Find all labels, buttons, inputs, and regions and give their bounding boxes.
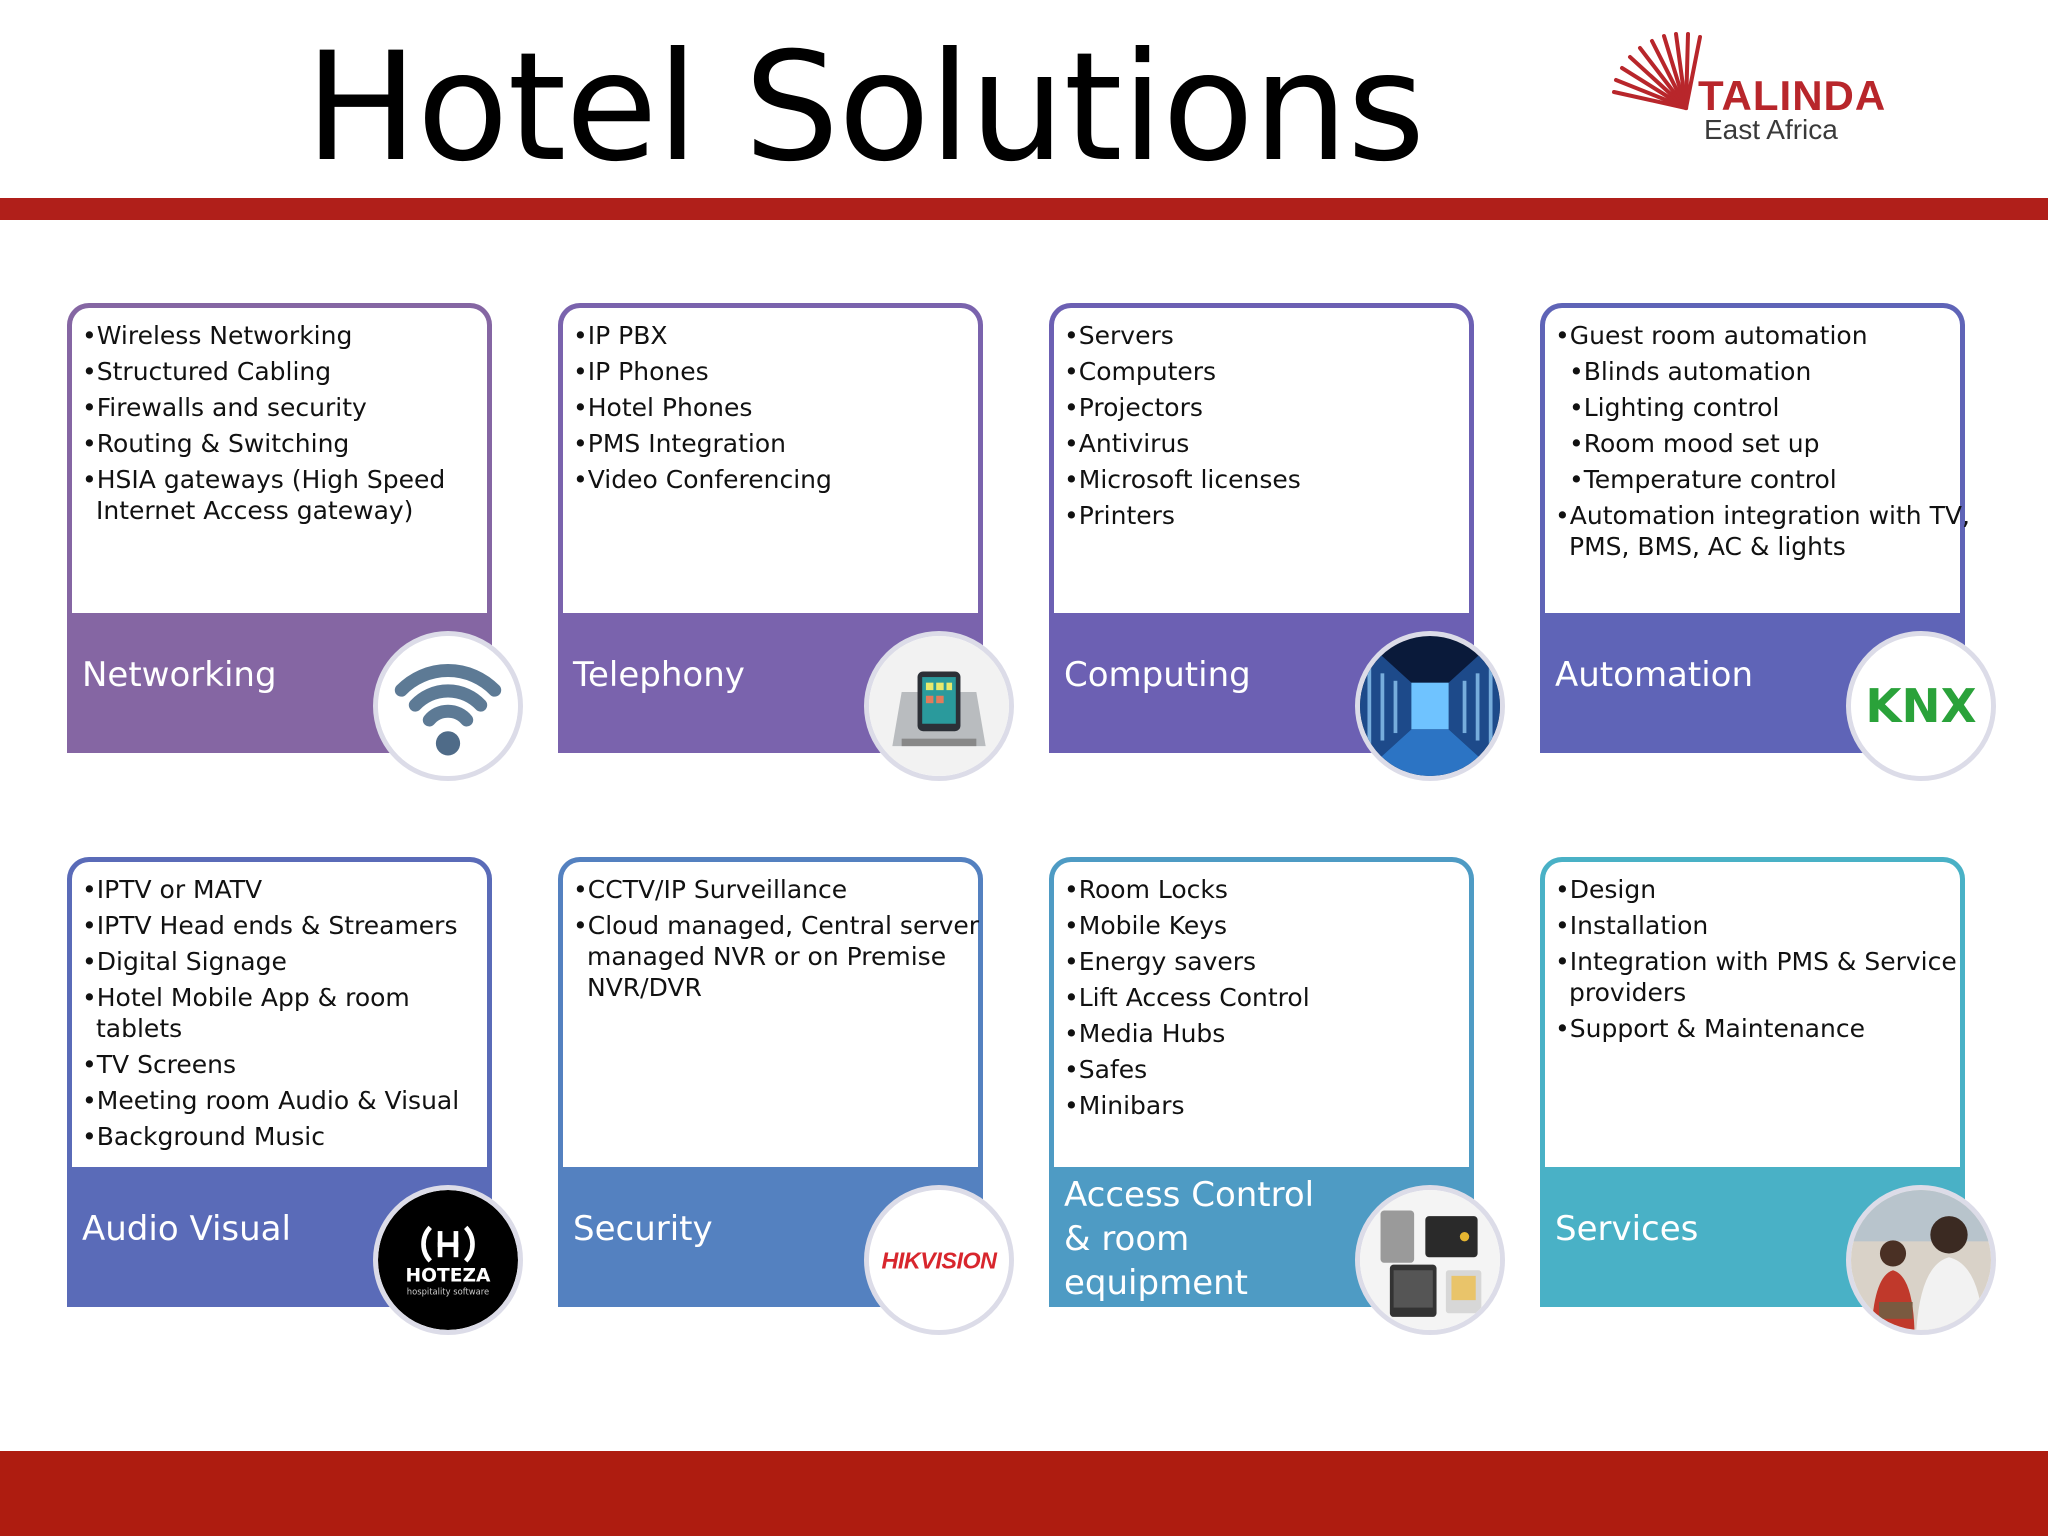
card-list-item: Design <box>1555 874 1970 905</box>
card-body: Wireless NetworkingStructured CablingFir… <box>67 303 492 633</box>
people-photo-icon <box>1846 1185 1996 1335</box>
card-title: Access Control & room equipment <box>1064 1175 1315 1303</box>
card-list-item: Digital Signage <box>82 946 497 977</box>
svg-text:hospitality software: hospitality software <box>407 1287 489 1297</box>
card-body: IPTV or MATVIPTV Head ends & StreamersDi… <box>67 857 492 1187</box>
wifi-icon <box>373 631 523 781</box>
card-title: Networking <box>82 655 277 695</box>
card-list-item: Background Music <box>82 1121 497 1152</box>
logo-brand-text: TALINDA <box>1698 72 1887 119</box>
card-list-item: Antivirus <box>1064 428 1479 459</box>
card-list-item: Blinds automation <box>1555 356 1970 387</box>
card-list-item: Meeting room Audio & Visual <box>82 1085 497 1116</box>
card-list-item: HSIA gateways (High Speed Internet Acces… <box>82 464 497 526</box>
safe-minibar-icon <box>1355 1185 1505 1335</box>
solution-card-services: DesignInstallationIntegration with PMS &… <box>1540 857 1996 1347</box>
card-list-item: Guest room automation <box>1555 320 1970 351</box>
card-list-item: Structured Cabling <box>82 356 497 387</box>
card-list-item: IP PBX <box>573 320 988 351</box>
knx-logo-icon: KNX <box>1846 631 1996 781</box>
card-list-item: Minibars <box>1064 1090 1479 1121</box>
card-list-item: Cloud managed, Central server managed NV… <box>573 910 988 1003</box>
card-feature-list: ServersComputersProjectorsAntivirusMicro… <box>1064 320 1479 536</box>
card-title: Automation <box>1555 655 1754 695</box>
conference-phone-icon <box>864 631 1014 781</box>
card-feature-list: Wireless NetworkingStructured CablingFir… <box>82 320 497 531</box>
card-body: ServersComputersProjectorsAntivirusMicro… <box>1049 303 1474 633</box>
card-list-item: Wireless Networking <box>82 320 497 351</box>
solution-card-security: CCTV/IP SurveillanceCloud managed, Centr… <box>558 857 1014 1347</box>
solution-card-computing: ServersComputersProjectorsAntivirusMicro… <box>1049 303 1505 793</box>
card-body: DesignInstallationIntegration with PMS &… <box>1540 857 1965 1187</box>
card-list-item: IPTV or MATV <box>82 874 497 905</box>
card-list-item: Hotel Phones <box>573 392 988 423</box>
knx-logo-text: KNX <box>1865 680 1976 734</box>
card-list-item: Routing & Switching <box>82 428 497 459</box>
card-list-item: Computers <box>1064 356 1479 387</box>
card-feature-list: DesignInstallationIntegration with PMS &… <box>1555 874 1970 1049</box>
card-list-item: Lighting control <box>1555 392 1970 423</box>
card-list-item: TV Screens <box>82 1049 497 1080</box>
card-list-item: Energy savers <box>1064 946 1479 977</box>
card-list-item: Firewalls and security <box>82 392 497 423</box>
card-list-item: Room mood set up <box>1555 428 1970 459</box>
card-list-item: PMS Integration <box>573 428 988 459</box>
svg-text:HOTEZA: HOTEZA <box>406 1265 491 1286</box>
card-feature-list: Guest room automationBlinds automationLi… <box>1555 320 1970 567</box>
card-list-item: Projectors <box>1064 392 1479 423</box>
card-list-item: Printers <box>1064 500 1479 531</box>
card-title: Telephony <box>573 655 745 695</box>
solution-card-telephony: IP PBX IP PhonesHotel PhonesPMS Integrati… <box>558 303 1014 793</box>
card-feature-list: CCTV/IP SurveillanceCloud managed, Centr… <box>573 874 988 1008</box>
sunburst-logo-icon <box>1612 32 1702 110</box>
card-feature-list: IPTV or MATV IPTV Head ends & StreamersDi… <box>82 874 497 1157</box>
card-title: Services <box>1555 1209 1699 1249</box>
page-title: Hotel Solutions <box>305 21 1425 195</box>
card-list-item: IP Phones <box>573 356 988 387</box>
hikvision-logo-icon: HIKVISION <box>864 1185 1014 1335</box>
card-title: Audio Visual <box>82 1209 291 1249</box>
card-list-item: Installation <box>1555 910 1970 941</box>
solution-card-networking: Wireless NetworkingStructured CablingFir… <box>67 303 523 793</box>
card-body: Guest room automationBlinds automationLi… <box>1540 303 1970 633</box>
card-list-item: Media Hubs <box>1064 1018 1479 1049</box>
card-body: Room LocksMobile KeysEnergy saversLift A… <box>1049 857 1474 1187</box>
card-list-item: Hotel Mobile App & room tablets <box>82 982 497 1044</box>
solution-card-audio-visual: IPTV or MATV IPTV Head ends & StreamersDi… <box>67 857 523 1347</box>
card-body: CCTV/IP SurveillanceCloud managed, Centr… <box>558 857 983 1187</box>
card-body: IP PBXIP PhonesHotel PhonesPMS Integrati… <box>558 303 983 633</box>
card-list-item: Support & Maintenance <box>1555 1013 1970 1044</box>
card-list-item: Integration with PMS & Service providers <box>1555 946 1970 1008</box>
card-title: Computing <box>1064 655 1251 695</box>
footer-bar <box>0 1451 2048 1536</box>
svg-text:HIKVISION: HIKVISION <box>881 1247 998 1273</box>
card-list-item: Automation integration with TV, PMS, BMS… <box>1555 500 1970 562</box>
card-list-item: Mobile Keys <box>1064 910 1479 941</box>
card-feature-list: Room LocksMobile KeysEnergy saversLift A… <box>1064 874 1479 1126</box>
card-feature-list: IP PBX IP PhonesHotel PhonesPMS Integrati… <box>573 320 988 500</box>
card-list-item: Room Locks <box>1064 874 1479 905</box>
card-list-item: IPTV Head ends & Streamers <box>82 910 497 941</box>
company-logo: TALINDA East Africa <box>1606 30 1926 150</box>
card-list-item: Temperature control <box>1555 464 1970 495</box>
solution-card-access-control-and-room-equipment: Room LocksMobile KeysEnergy saversLift A… <box>1049 857 1505 1347</box>
card-title: Security <box>573 1209 713 1249</box>
card-list-item: Servers <box>1064 320 1479 351</box>
card-list-item: CCTV/IP Surveillance <box>573 874 988 905</box>
card-list-item: Video Conferencing <box>573 464 988 495</box>
card-list-item: Safes <box>1064 1054 1479 1085</box>
server-room-icon <box>1355 631 1505 781</box>
card-list-item: Lift Access Control <box>1064 982 1479 1013</box>
solution-card-automation: Guest room automationBlinds automationLi… <box>1540 303 1996 793</box>
card-list-item: Microsoft licenses <box>1064 464 1479 495</box>
header-divider <box>0 198 2048 220</box>
logo-region-text: East Africa <box>1704 114 1838 145</box>
